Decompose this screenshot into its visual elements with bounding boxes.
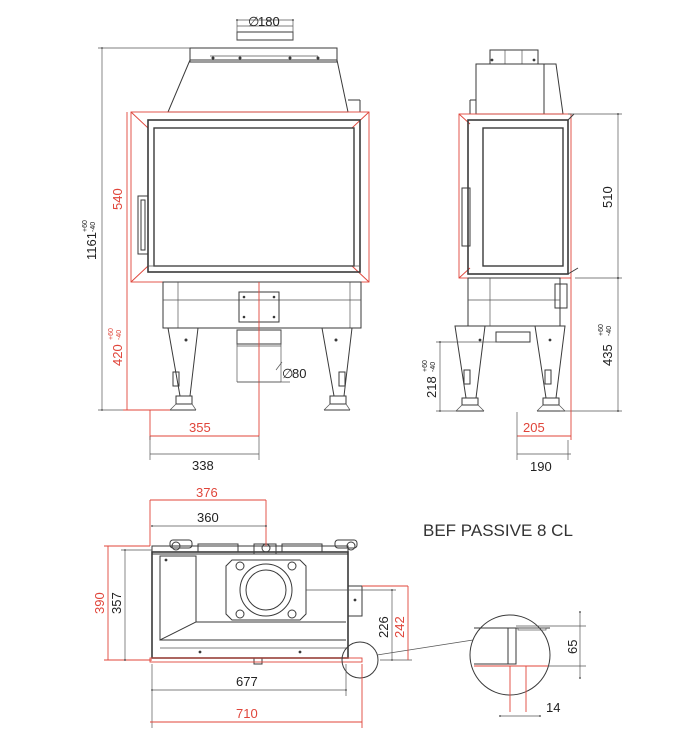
side-inlet-height-tol-minus: -40 [430,362,437,372]
front-total-height-tol-minus: -40 [90,222,97,232]
detail-view [469,611,586,717]
front-total-height: 1161 [84,232,99,260]
front-offset-outer: 355 [189,420,211,435]
front-glass-height: 540 [110,188,125,210]
top-width-outer: 710 [236,706,258,721]
side-inlet-height-tol-plus: +60 [422,360,429,372]
front-base-height-tol-minus: -40 [116,330,123,340]
detail-height: 65 [565,640,580,654]
top-flue-center-outer: 376 [196,485,218,500]
front-air-diameter-symbol: ∅ [282,366,293,381]
detail-dimension-labels: 65 14 [546,640,580,715]
top-depth-inner: 357 [109,592,124,614]
front-dimension-labels: ∅ 180 ∅ 80 1161 +60 -40 540 420 +60 -40 … [82,14,306,473]
side-glass-height: 510 [600,186,615,208]
front-flue-diameter: 180 [258,14,280,29]
top-depth-outer: 390 [92,592,107,614]
top-flue-from-front-inner: 226 [376,616,391,638]
front-flue-diameter-symbol: ∅ [248,14,259,29]
side-base-height-tol-plus: +60 [598,324,605,336]
side-dimension-labels: 510 435 +60 -40 218 +60 -40 205 190 [422,186,615,474]
side-offset-outer: 205 [523,420,545,435]
side-offset-inner: 190 [530,459,552,474]
top-dimension-labels: 376 360 390 357 226 242 677 710 [92,485,407,721]
top-flue-center-inner: 360 [197,510,219,525]
side-base-height-tol-minus: -40 [606,326,613,336]
detail-width: 14 [546,700,560,715]
top-width-inner: 677 [236,674,258,689]
side-view [436,49,622,460]
front-offset-inner: 338 [192,458,214,473]
side-base-height: 435 [600,344,615,366]
side-inlet-height: 218 [424,376,439,398]
product-title: BEF PASSIVE 8 CL [423,521,573,540]
front-air-diameter: 80 [292,366,306,381]
top-view [104,499,474,728]
top-flue-from-front-outer: 242 [392,616,407,638]
front-base-height-tol-plus: +60 [108,328,115,340]
front-total-height-tol-plus: +60 [82,220,89,232]
front-view [98,19,370,460]
front-base-height: 420 [110,344,125,366]
